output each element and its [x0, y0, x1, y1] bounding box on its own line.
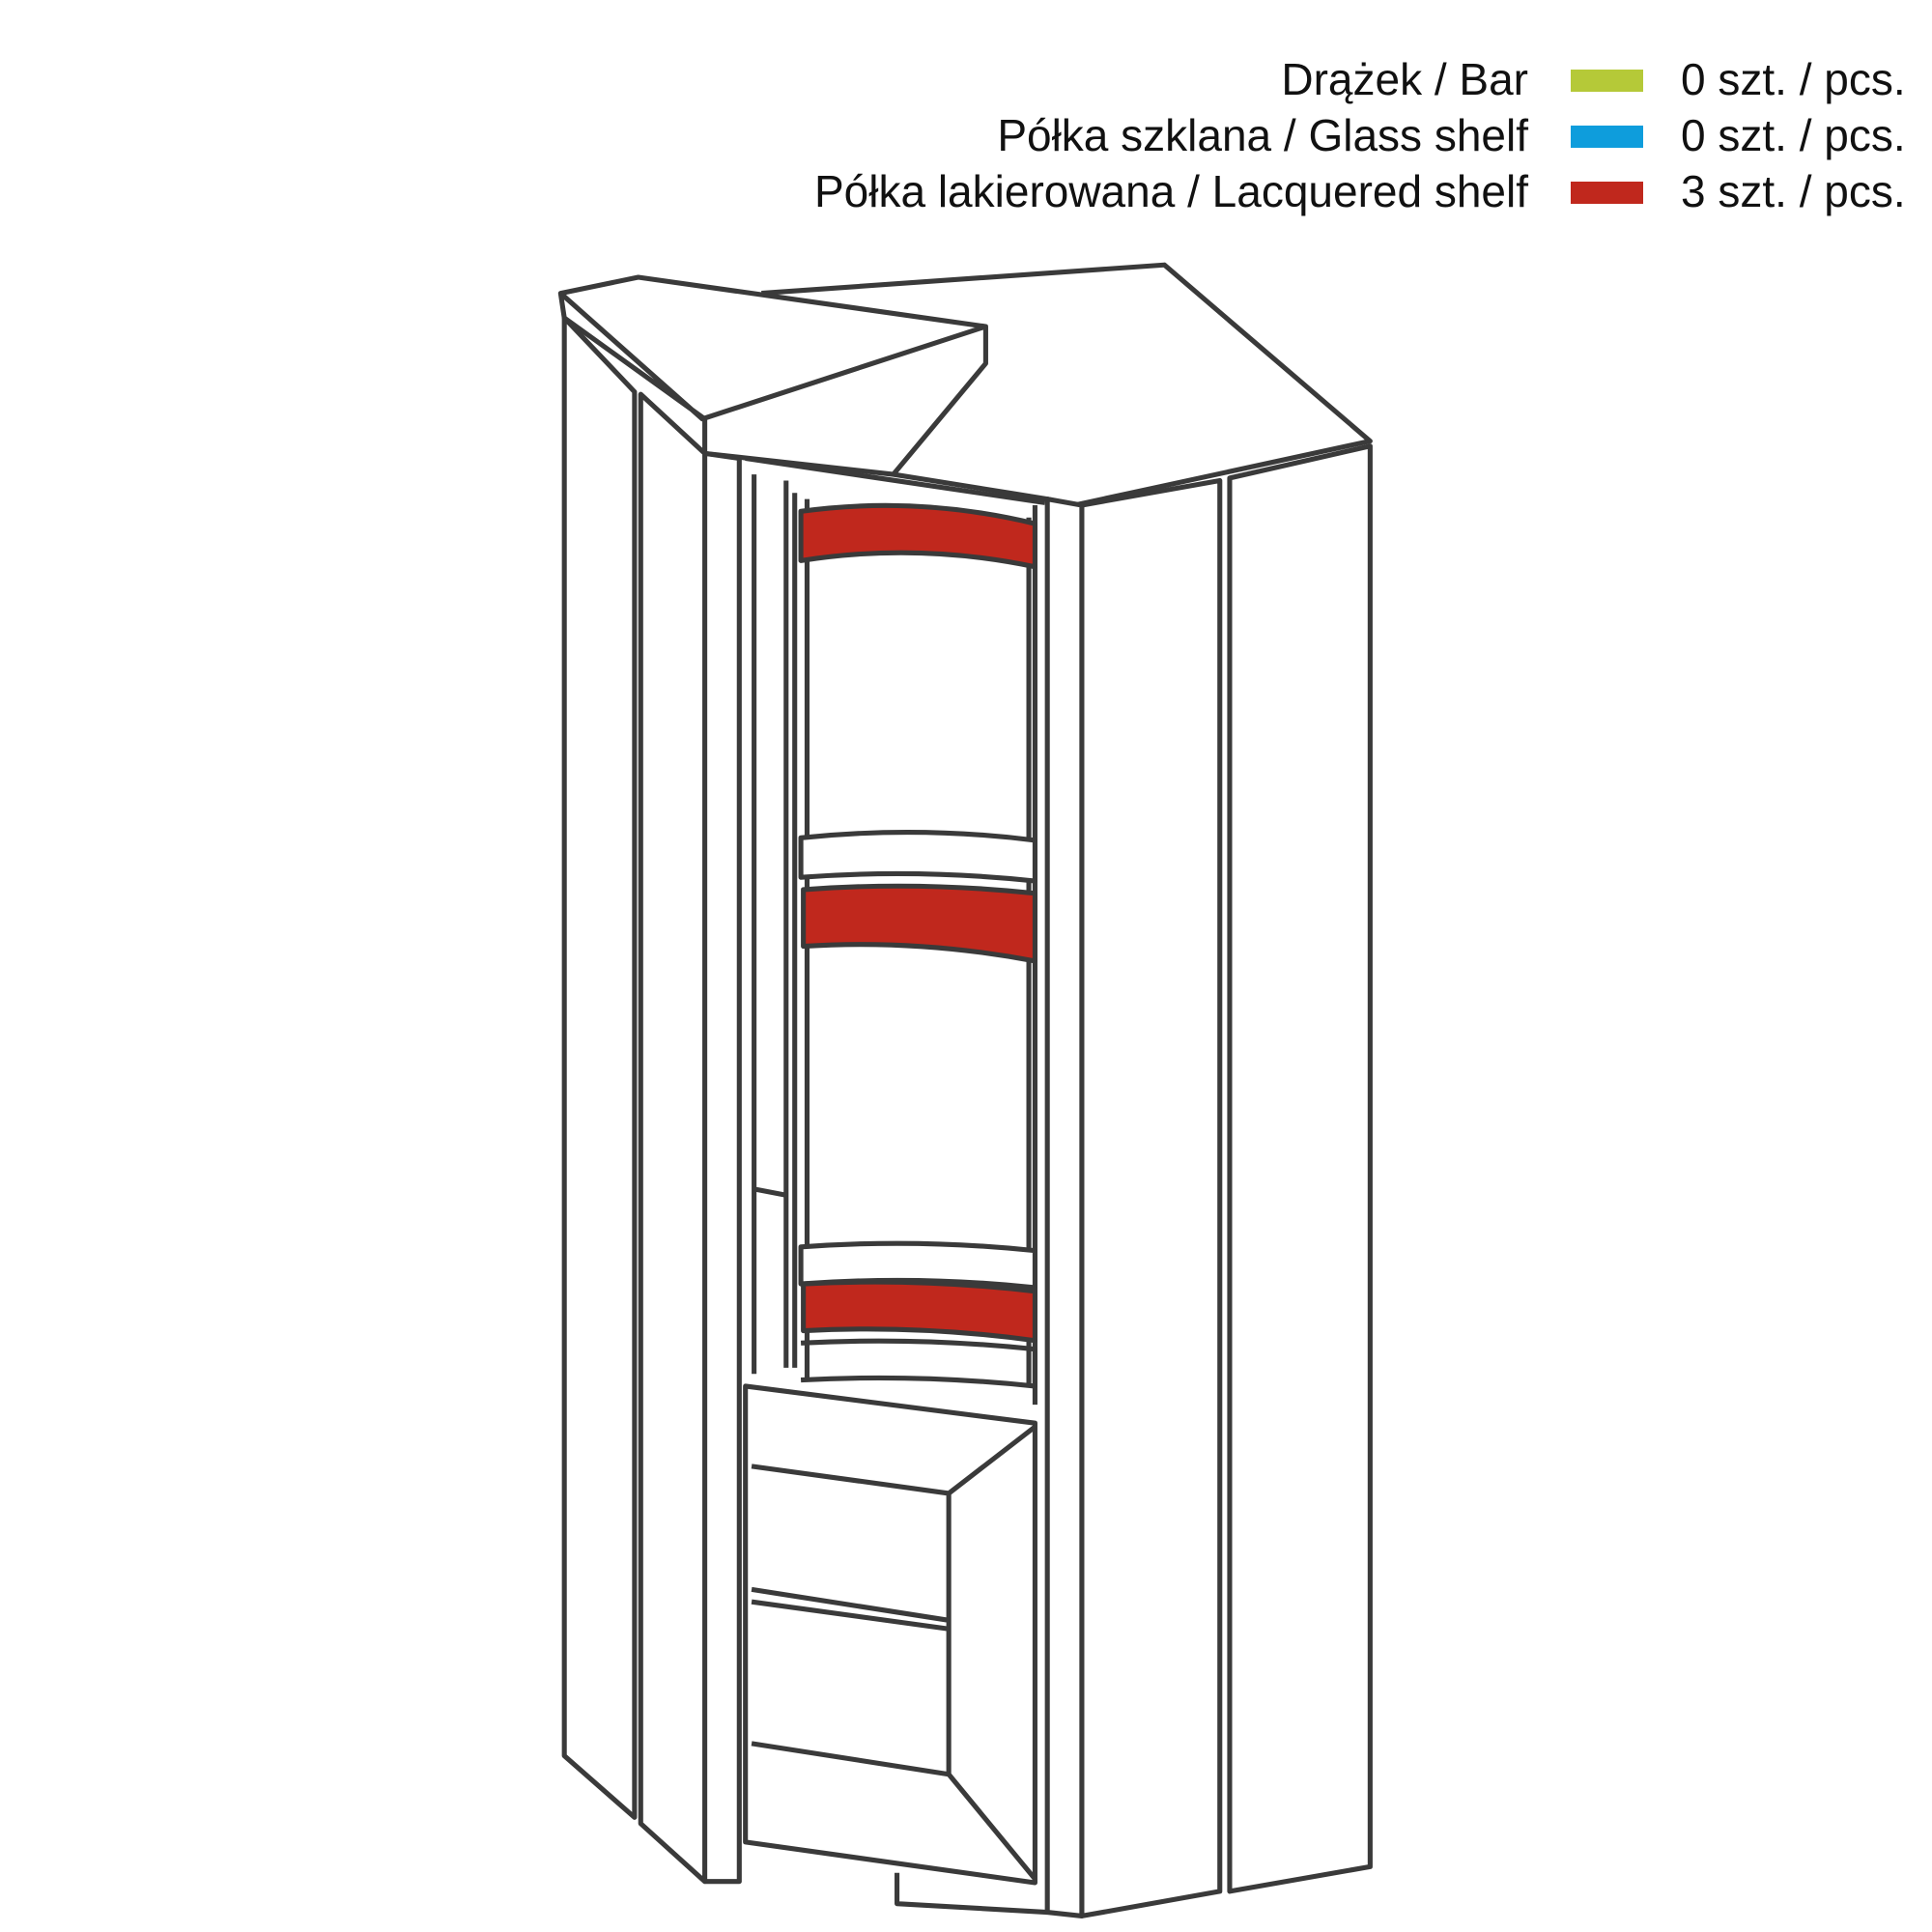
legend-swatch-blue — [1571, 126, 1643, 148]
legend-label: Półka szklana / Glass shelf — [997, 110, 1528, 160]
left-front-panel — [638, 391, 708, 1885]
right-front-panel — [1079, 477, 1223, 1918]
legend-label: Półka lakierowana / Lacquered shelf — [813, 166, 1528, 216]
legend-item-lacquered-shelf: Półka lakierowana / Lacquered shelf 3 sz… — [0, 162, 1932, 220]
legend-label: Drążek / Bar — [1281, 54, 1528, 104]
right-side-panel — [1227, 443, 1373, 1894]
left-side-panel — [561, 315, 638, 1820]
legend-swatch-red — [1571, 182, 1643, 204]
legend-item-glass-shelf: Półka szklana / Glass shelf 0 szt. / pcs… — [0, 106, 1932, 164]
lacquered-shelf-bottom — [801, 1279, 1037, 1344]
legend-count: 0 szt. / pcs. — [1681, 54, 1906, 104]
legend-item-bar: Drążek / Bar 0 szt. / pcs. — [0, 50, 1932, 108]
legend-count: 3 szt. / pcs. — [1681, 166, 1906, 216]
cabinet-top — [557, 262, 1373, 508]
lower-base — [743, 1383, 1037, 1886]
top-shelf — [798, 502, 1037, 570]
legend-swatch-green — [1571, 70, 1643, 92]
legend-count: 0 szt. / pcs. — [1681, 110, 1906, 160]
lacquered-shelf-middle — [801, 883, 1037, 964]
